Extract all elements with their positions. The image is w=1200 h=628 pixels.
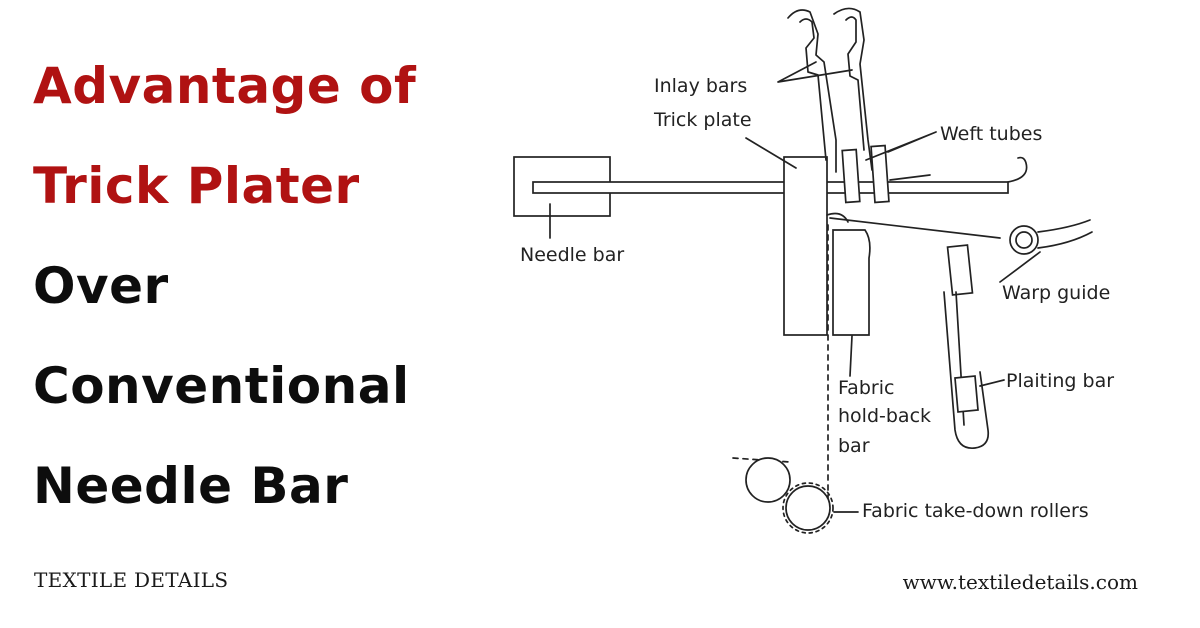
inlay-bar-1 (787, 9, 837, 173)
label-weft-tubes: Weft tubes (940, 123, 1042, 145)
leader-weft-tubes (865, 131, 937, 161)
plaiting-bar-block (954, 375, 979, 413)
plaiting-bar-top (946, 244, 974, 296)
inlay-bar-2-inner (845, 16, 865, 151)
warp-guide-arm (1037, 219, 1093, 249)
needle-hook (1007, 156, 1028, 183)
warp-thread (829, 217, 1001, 239)
weft-tube-1 (841, 148, 861, 204)
leader-trick-plate (745, 137, 797, 169)
inlay-bar-2 (833, 7, 873, 171)
label-inlay-bars: Inlay bars (654, 75, 747, 97)
footer-url[interactable]: www.textiledetails.com (902, 570, 1138, 594)
label-fabric-holdback-3: bar (838, 435, 870, 457)
label-fabric-holdback-1: Fabric (838, 377, 894, 399)
title-line-1: Advantage of (33, 57, 417, 115)
label-needle-bar: Needle bar (520, 244, 624, 266)
needle (532, 181, 1009, 194)
warp-guide-eye-inner (1015, 231, 1033, 249)
title-line-2: Trick Plater (33, 157, 360, 215)
trick-plate (783, 156, 828, 336)
page-title: Advantage of Trick Plater Over Conventio… (33, 36, 416, 536)
takedown-roller-2-fabric (782, 482, 834, 534)
leader-fabric-holdback (849, 335, 853, 377)
warp-guide-eye (1009, 225, 1039, 255)
needle-latch (889, 174, 931, 181)
label-trick-plate: Trick plate (653, 109, 752, 131)
takedown-roller-2 (785, 485, 831, 531)
inlay-bar-1-inner (799, 18, 827, 161)
leader-plaiting-bar (979, 379, 1005, 387)
leader-warp-guide (999, 251, 1041, 283)
title-line-5: Needle Bar (33, 457, 349, 515)
plaiting-bar-arm (943, 291, 990, 450)
fabric-holdback-bar (832, 229, 871, 336)
weft-tube-2 (870, 144, 890, 204)
leader-inlay-bars (777, 61, 853, 83)
title-line-3: Over (33, 257, 169, 315)
label-takedown-rollers: Fabric take-down rollers (862, 500, 1089, 522)
title-line-4: Conventional (33, 357, 410, 415)
footer-brand: TEXTILE DETAILS (34, 568, 229, 592)
label-plaiting-bar: Plaiting bar (1006, 370, 1114, 392)
takedown-roller-1 (745, 457, 791, 503)
fabric-path-top (732, 457, 791, 463)
label-warp-guide: Warp guide (1002, 282, 1110, 304)
label-fabric-holdback-2: hold-back (838, 405, 931, 427)
